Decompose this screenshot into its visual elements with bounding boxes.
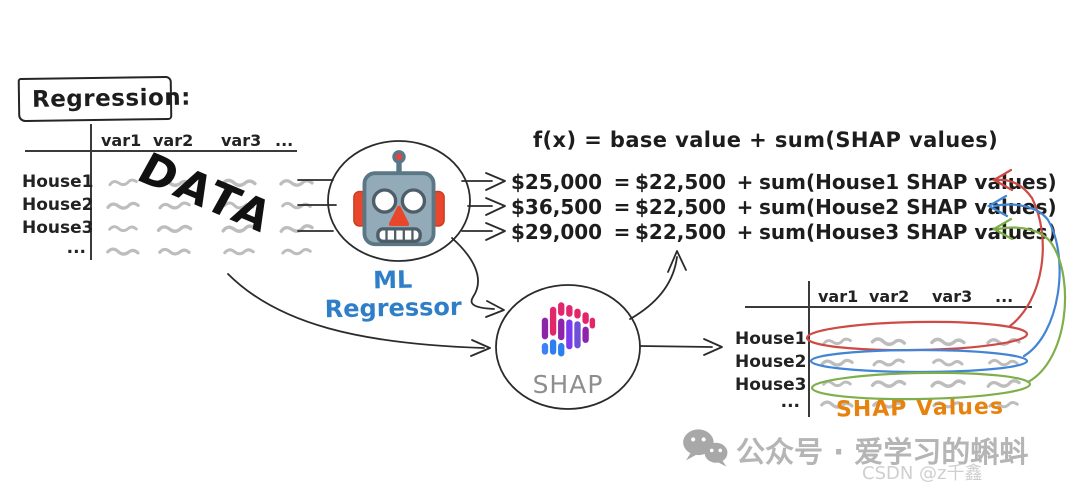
data-table-row-house1: House1 [22, 172, 94, 192]
cell-squiggle [860, 351, 916, 372]
shap-table-horizontal-rule [745, 306, 1032, 309]
equals-sign: = [613, 170, 631, 194]
regression-title-box: Regression: [17, 75, 191, 123]
cell-squiggle [100, 193, 146, 216]
equation-house3-sum: sum(House3 SHAP values) [759, 220, 1057, 244]
shap-table-header-var3: var3 [932, 287, 973, 306]
cell-squiggle [202, 193, 276, 216]
equals-sign: = [613, 220, 631, 244]
cell-squiggle [276, 216, 316, 239]
shap-table-row-house2: House2 [735, 352, 807, 372]
data-table-row-house2: House2 [22, 195, 94, 215]
equation-house2: $36,500 = $22,500 + sum(House2 SHAP valu… [511, 195, 1057, 219]
cell-squiggle [100, 170, 146, 193]
equation-house2-base: $22,500 [635, 195, 727, 219]
shap-table-header-more: ... [995, 287, 1014, 306]
cell-squiggle [814, 393, 860, 414]
equals-sign: = [613, 195, 631, 219]
equation-house3: $29,000 = $22,500 + sum(House3 SHAP valu… [511, 220, 1057, 244]
cell-squiggle [916, 330, 980, 351]
cell-squiggle [276, 170, 316, 193]
cell-squiggle [916, 351, 980, 372]
shap-values-caption: SHAP Values [835, 394, 1005, 423]
equation-house1-result: $25,000 [511, 170, 603, 194]
shap-node-label: SHAP [532, 370, 604, 399]
plus-sign: + [736, 170, 754, 194]
data-table-header-more: ... [275, 131, 294, 150]
equation-house1-base: $22,500 [635, 170, 727, 194]
shap-table-row-house3: House3 [735, 375, 807, 395]
cell-squiggle [814, 351, 860, 372]
cell-squiggle [146, 216, 202, 239]
general-formula: f(x) = base value + sum(SHAP values) [533, 128, 999, 152]
arrow-output-eq2 [467, 197, 506, 216]
shap-table-header-var1: var1 [818, 287, 859, 306]
cell-squiggle [276, 193, 316, 216]
data-table-horizontal-rule [25, 150, 297, 153]
cell-squiggle [860, 330, 916, 351]
cell-squiggle [276, 239, 316, 262]
cell-squiggle [202, 216, 276, 239]
cell-squiggle [100, 239, 146, 262]
cell-squiggle [860, 393, 916, 414]
cell-squiggle [202, 239, 276, 262]
data-table-row-more: ... [66, 238, 86, 258]
cell-squiggle [146, 239, 202, 262]
cell-squiggle [916, 372, 980, 393]
regression-title: Regression: [31, 84, 192, 113]
cell-squiggle [980, 372, 1026, 393]
cell-squiggle [202, 170, 276, 193]
equation-house3-base: $22,500 [635, 220, 727, 244]
equation-house1-sum: sum(House1 SHAP values) [759, 170, 1057, 194]
arrow-output-eq1 [461, 172, 506, 191]
ml-regressor-label: ML Regressor [324, 265, 462, 324]
cell-squiggle [916, 393, 980, 414]
data-table-header-var2: var2 [153, 131, 194, 150]
cell-squiggle [860, 372, 916, 393]
data-table-header-var1: var1 [101, 131, 142, 150]
wechat-watermark-text: 公众号 · 爱学习的蝌蚪 [736, 435, 1029, 469]
arrow-output-eq3 [461, 222, 506, 241]
equation-house2-sum: sum(House2 SHAP values) [759, 195, 1057, 219]
shap-table-vertical-rule [808, 281, 811, 417]
equation-house3-result: $29,000 [511, 220, 603, 244]
equation-house1: $25,000 = $22,500 + sum(House1 SHAP valu… [511, 170, 1057, 194]
cell-squiggle [100, 216, 146, 239]
cell-squiggle [146, 170, 202, 193]
data-table-header-var3: var3 [221, 131, 262, 150]
cell-squiggle [814, 330, 860, 351]
wechat-icon [682, 428, 730, 472]
data-table-vertical-rule [90, 124, 93, 260]
robot-icon [351, 146, 447, 262]
csdn-watermark-text: CSDN @z千鑫 [862, 463, 983, 484]
shap-table-row-more: ... [780, 392, 800, 412]
data-table-row-house3: House3 [22, 218, 94, 238]
cell-squiggle [146, 193, 202, 216]
shap-table-header-var2: var2 [869, 287, 910, 306]
plus-sign: + [736, 220, 754, 244]
cell-squiggle [814, 372, 860, 393]
arrow-shap-to-table [639, 338, 723, 356]
equation-house2-result: $36,500 [511, 195, 603, 219]
arrow-shap-to-equations [629, 250, 687, 320]
shap-logo-icon [540, 299, 596, 371]
cell-squiggle [980, 351, 1026, 372]
shap-table-row-house1: House1 [735, 329, 807, 349]
cell-squiggle [980, 393, 1026, 414]
cell-squiggle [980, 330, 1026, 351]
plus-sign: + [736, 195, 754, 219]
